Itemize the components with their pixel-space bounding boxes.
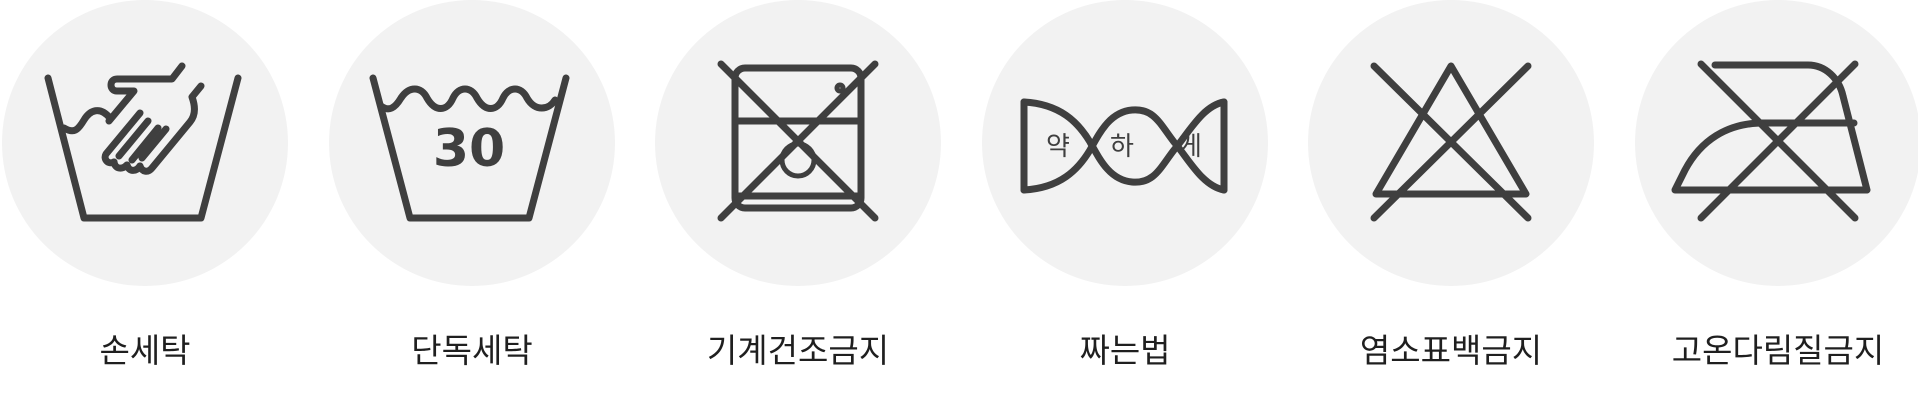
icon-background-circle xyxy=(329,0,615,286)
no-high-heat-iron-icon xyxy=(1671,60,1871,222)
no-tumble-dry-icon xyxy=(717,60,879,222)
care-label: 단독세탁 xyxy=(411,331,533,370)
wash-temperature-text: 30 xyxy=(433,119,505,179)
care-item-no-tumble-dry: 기계건조금지 xyxy=(653,0,943,402)
care-item-hand-wash: 손세탁 xyxy=(0,0,290,402)
wash-30-icon: 30 xyxy=(369,74,570,222)
care-item-wring-gently: 약 하 게 짜는법 xyxy=(980,0,1270,402)
wring-text-2: 하 xyxy=(1110,132,1134,162)
care-label: 손세탁 xyxy=(99,331,191,370)
care-label: 염소표백금지 xyxy=(1359,331,1543,370)
wring-text-1: 약 xyxy=(1046,132,1070,162)
care-label: 고온다림질금지 xyxy=(1671,331,1885,370)
care-item-wash-30: 30 단독세탁 xyxy=(327,0,617,402)
care-label: 짜는법 xyxy=(1079,331,1171,370)
care-label: 기계건조금지 xyxy=(706,331,890,370)
wring-text-3: 게 xyxy=(1178,132,1202,162)
hand-wash-icon xyxy=(44,62,242,222)
no-bleach-icon xyxy=(1370,62,1532,222)
icon-background-circle xyxy=(982,0,1268,286)
care-item-no-bleach: 염소표백금지 xyxy=(1306,0,1596,402)
wring-gently-icon: 약 하 게 xyxy=(1020,98,1228,194)
care-item-no-high-heat-iron: 고온다림질금지 xyxy=(1633,0,1918,402)
